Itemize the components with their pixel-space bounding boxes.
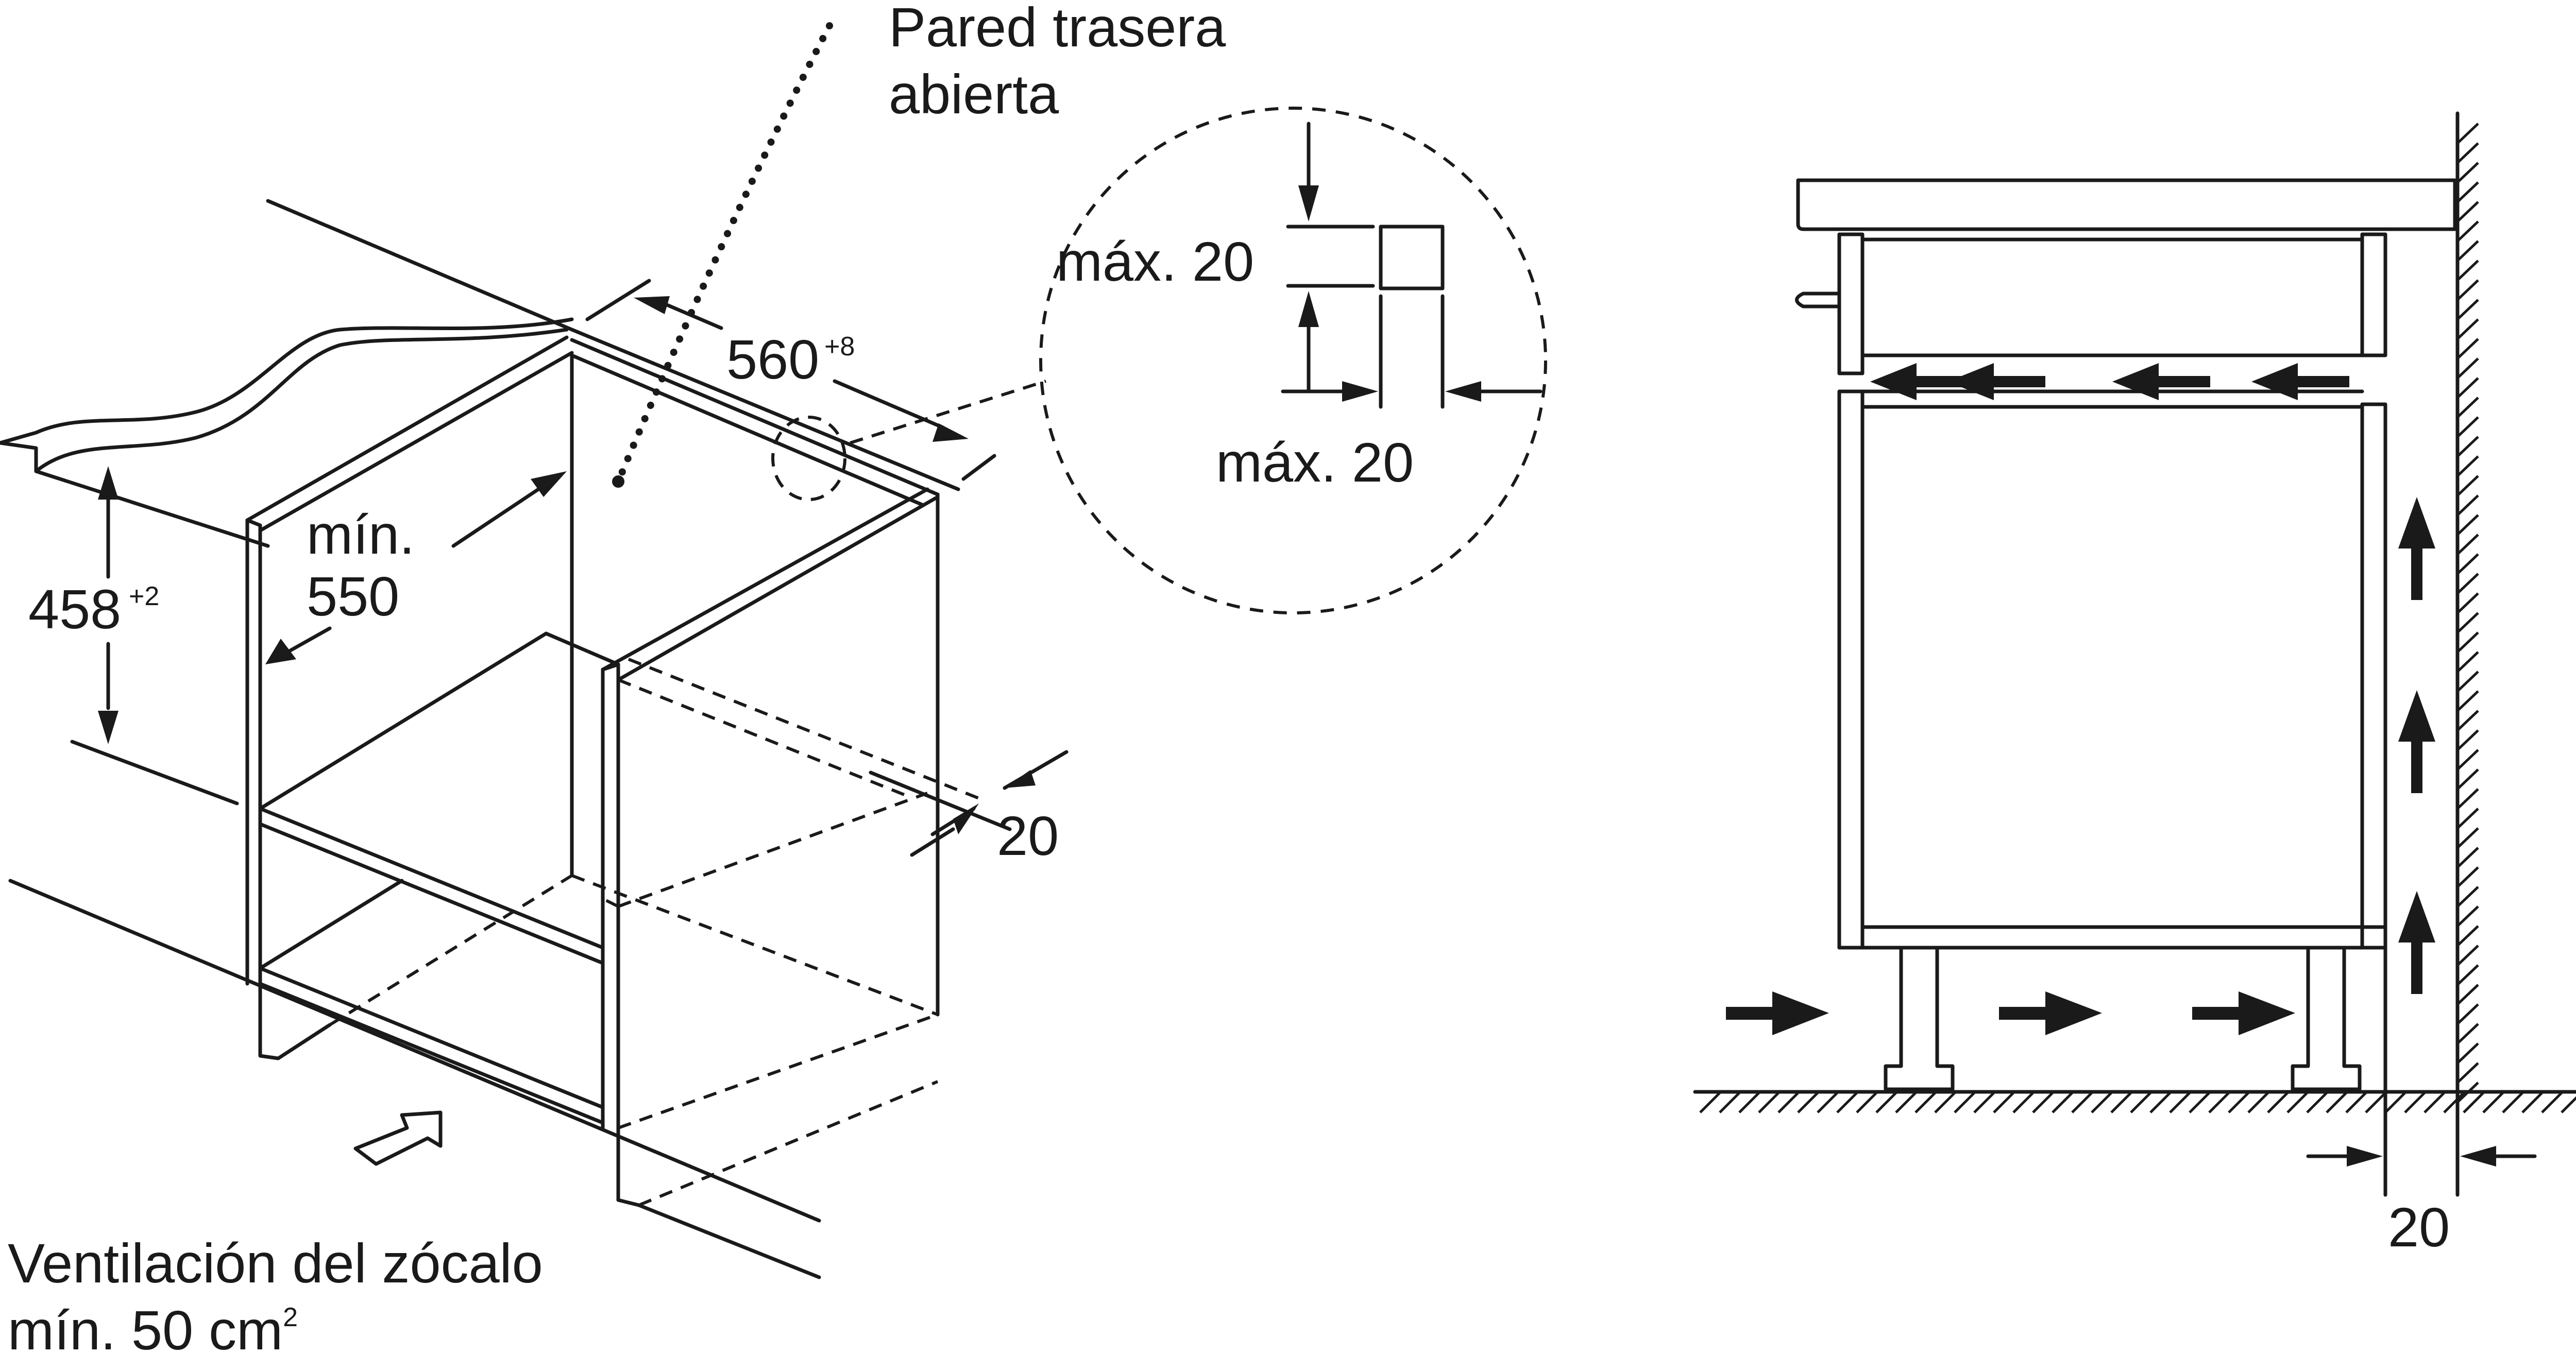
height-dimension-tolerance: +2	[129, 581, 159, 611]
arrow-left-icon	[2251, 363, 2349, 400]
arrow-left-icon	[1445, 381, 1481, 402]
height-dimension-value: 458	[28, 578, 121, 640]
depth-label-value: 550	[307, 565, 399, 627]
plinth-airflow-arrow-icon	[353, 1110, 443, 1166]
side-gap-value: 20	[997, 804, 1059, 867]
section-airflow-view	[1693, 111, 2576, 1197]
plinth-vent-area: mín. 50 cm2	[8, 1299, 298, 1361]
arrow-up-right-icon	[531, 471, 567, 497]
arrow-down-icon	[1298, 185, 1319, 221]
arrow-right-icon	[2347, 1146, 2383, 1167]
arrow-right-icon	[1342, 381, 1378, 402]
arrow-left-icon	[2460, 1146, 2496, 1167]
cabinet-isometric-view	[0, 22, 1069, 1279]
max-vertical-gap-label: máx. 20	[1056, 230, 1254, 293]
width-dimension-value: 560	[726, 328, 819, 390]
arrow-up-icon	[2398, 497, 2435, 600]
arrow-up-icon	[98, 466, 118, 500]
arrow-up-icon	[2398, 690, 2435, 793]
arrow-left-icon	[1947, 363, 2045, 400]
max-horizontal-gap-label: máx. 20	[1216, 431, 1414, 493]
rear-wall-label-line2: abierta	[889, 63, 1059, 125]
arrow-right-icon	[1726, 991, 1829, 1035]
depth-label-min: mín.	[307, 503, 415, 565]
plinth-vent-label: Ventilación del zócalo	[8, 1232, 543, 1294]
rear-wall-leader	[615, 22, 833, 485]
width-dimension-tolerance: +8	[824, 332, 855, 362]
arrow-left-icon	[2112, 363, 2210, 400]
arrow-right-icon	[1999, 991, 2102, 1035]
rear-wall-label: Pared trasera	[889, 0, 1226, 58]
arrow-right-icon	[933, 423, 969, 442]
floor-hatching	[1699, 1092, 2576, 1113]
arrow-right-icon	[2192, 991, 2295, 1035]
arrow-down-icon	[98, 711, 118, 744]
arrow-down-left-icon	[265, 639, 296, 664]
arrow-left-icon	[634, 296, 670, 314]
arrow-up-icon	[2398, 891, 2435, 994]
gap-detail-view	[1039, 107, 1547, 614]
wall-gap-value: 20	[2388, 1196, 2450, 1258]
wall-hatching	[2456, 123, 2479, 1103]
arrow-up-icon	[1298, 291, 1319, 327]
